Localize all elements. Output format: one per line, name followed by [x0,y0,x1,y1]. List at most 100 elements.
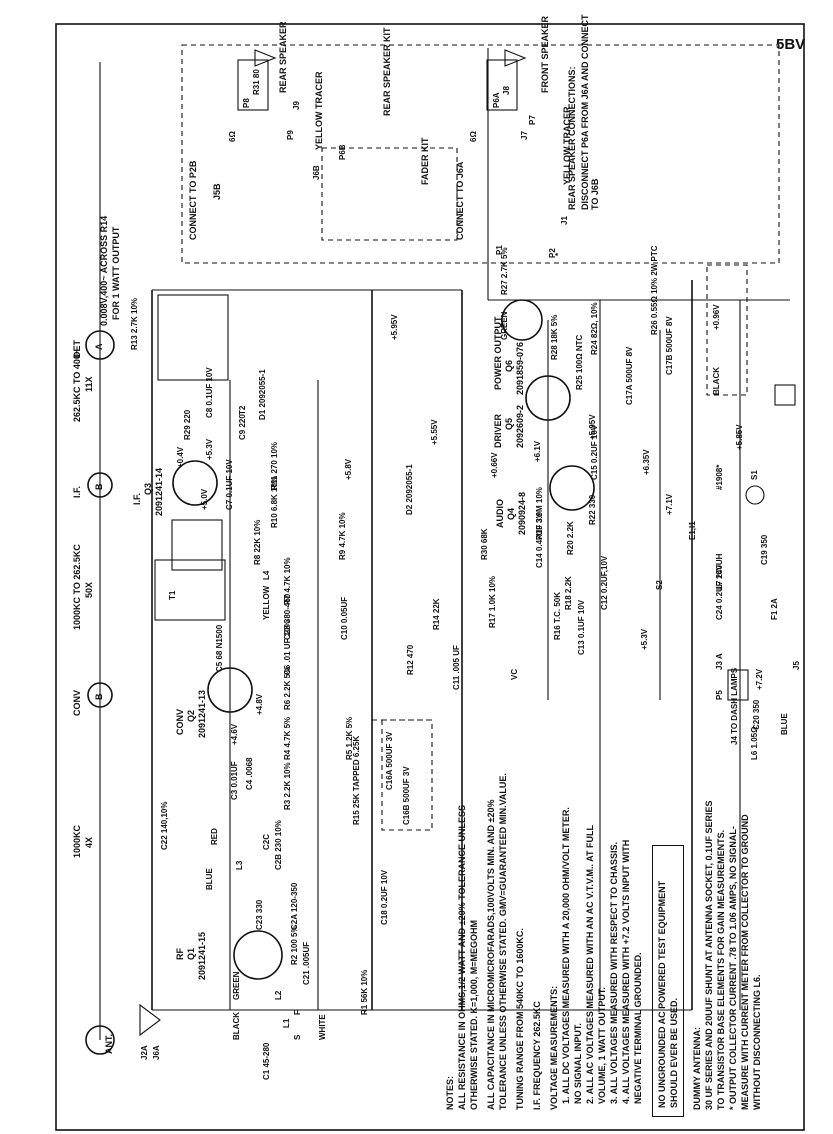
stage-conv-name: CONV [72,689,82,716]
comp-label: +5.8V [344,458,353,480]
comp-label: R2 100 5% [290,925,299,965]
comp-label: +4.6V [230,723,239,745]
stage-if-name: I.F. [72,485,82,498]
front-speaker-symbol [486,59,518,111]
comp-label: C8 0.1UF 10V [205,367,214,418]
q3-id: Q3 [143,482,153,495]
page-id: 5BV [776,36,806,53]
comp-label: J6A [152,1045,161,1060]
stage-ant-name: ANT. [104,1034,114,1054]
stage-det-name: DET [72,340,82,358]
notes-line: VOLUME, 1 WATT OUTPUT. [597,987,607,1104]
comp-label: J7 [520,131,529,140]
q5-id: Q5 [504,417,514,430]
speaker-symbols [237,49,527,111]
comp-label: R14 22K [432,598,441,630]
comp-label: P8 [242,98,251,108]
comp-label: P1 [495,245,504,255]
comp-label: +4.8V [255,693,264,715]
comp-label: C5 68 N1500 [215,624,224,672]
antenna-symbol [139,1003,161,1037]
comp-label: C12 0.2UF,10V [600,555,609,610]
signal-flow-chain [85,62,115,1055]
comp-label: +6.35V [642,449,651,475]
footnote-line: TO TRANSISTOR BASE ELEMENTS FOR GAIN MEA… [716,829,726,1110]
rear-speaker-symbol [237,59,269,111]
footnote-line: WITHOUT DISCONNECTING L6. [752,974,762,1111]
q5-symbol [525,375,571,421]
footnote-line: MEASURE WITH CURRENT METER FROM COLLECTO… [740,814,750,1110]
warning-box [652,845,684,1117]
q2-symbol [207,667,253,713]
footnote-line: 30 UF SERIES AND 20UUF SHUNT AT ANTENNA … [704,800,714,1110]
fader-kit-box [321,147,458,241]
comp-label: 6Ω [469,131,478,142]
stage-if-gain: 11X [84,376,94,392]
comp-label: L1 [282,1018,291,1028]
comp-label: C24 0.2UF 10V [715,564,724,620]
rear-speaker-label: REAR SPEAKER [278,21,288,93]
comp-label: C19 350 [760,534,769,565]
comp-label: P6A [492,92,501,108]
comp-label: R1 56K 10% [360,969,369,1015]
rear-speaker-kit-label: REAR SPEAKER KIT [382,27,392,116]
comp-label: BLACK [712,367,721,395]
comp-label: F1 2A [770,598,779,620]
comp-label: +0.4V [176,446,185,468]
rear-speaker-cone [254,49,277,67]
comp-label: R16 T.C. 50K [553,591,562,640]
q1-part: 2091241-15 [197,931,207,980]
stage-det-gain: FOR 1 WATT OUTPUT [111,226,121,320]
disconnect-label: DISCONNECT P6A FROM J6A AND CONNECT TO J… [580,14,600,210]
notes-line: TOLERANCE UNLESS OTHERWISE STATED. GMV=G… [498,773,508,1110]
q2-part: 2091241-13 [197,689,207,738]
comp-label: R29 220 [183,409,192,440]
stage-circle-conv [87,682,113,708]
comp-label: R3 2.2K 10% [283,762,292,810]
lamp-symbol [745,485,765,505]
comp-label: S [293,1034,302,1040]
comp-label: L2 [274,990,283,1000]
comp-label: J4 TO DASH LAMPS [730,667,739,745]
comp-label: +5.55V [430,419,439,445]
comp-label: R11 270 10% [270,441,279,490]
comp-label: C16B 500UF 3V [402,766,411,825]
comp-label: BLUE [205,868,214,890]
yellow-tracer-rear: YELLOW TRACER [314,71,324,151]
small-box [774,384,796,406]
notes-line: NO SIGNAL INPUT. [573,1023,583,1104]
speaker-kit-box [181,44,780,264]
comp-label: C2C [262,833,271,850]
notes-line: TUNING RANGE FROM 540KC TO 1600KC. [515,928,525,1110]
connect-p2b-label: CONNECT TO P2B [188,160,198,240]
comp-label: J6B [312,165,321,180]
comp-label: C4 .0068 [245,757,254,790]
comp-label: C16A 500UF 3V [385,731,394,790]
comp-label: T2 [238,405,247,415]
q6-id: Q6 [504,359,514,372]
c16-box [381,719,433,831]
comp-label: J3 A [715,653,724,670]
comp-label: J8 [502,86,511,95]
notes-line: I.F. FREQUENCY 262.5KC [532,1001,542,1110]
comp-label: R24 82Ω, 10% [590,302,599,355]
comp-label: GREEN [232,971,241,1000]
q3-part: 2091241-14 [154,467,164,516]
comp-label: R25 100Ω NTC [575,334,584,390]
comp-label: C9 220 [238,414,247,440]
notes-line: NEGATIVE TERMINAL GROUNDED. [633,952,643,1104]
comp-label: J2A [140,1045,149,1060]
front-speaker-label: FRONT SPEAKER [540,15,550,93]
c17-box [706,264,748,396]
q4-id: Q4 [506,507,516,520]
comp-label: D2 2092055-1 [405,464,414,515]
comp-label: GREEN [500,311,509,340]
q1-ref: RF [175,948,185,960]
comp-label: R22 330 [588,494,597,525]
comp-label: R31 80 [252,69,261,95]
comp-label: E1,I1 [688,521,697,540]
comp-label: +5.0V [200,488,209,510]
transformer-symbols [154,294,229,621]
comp-label: J1 [560,216,569,225]
